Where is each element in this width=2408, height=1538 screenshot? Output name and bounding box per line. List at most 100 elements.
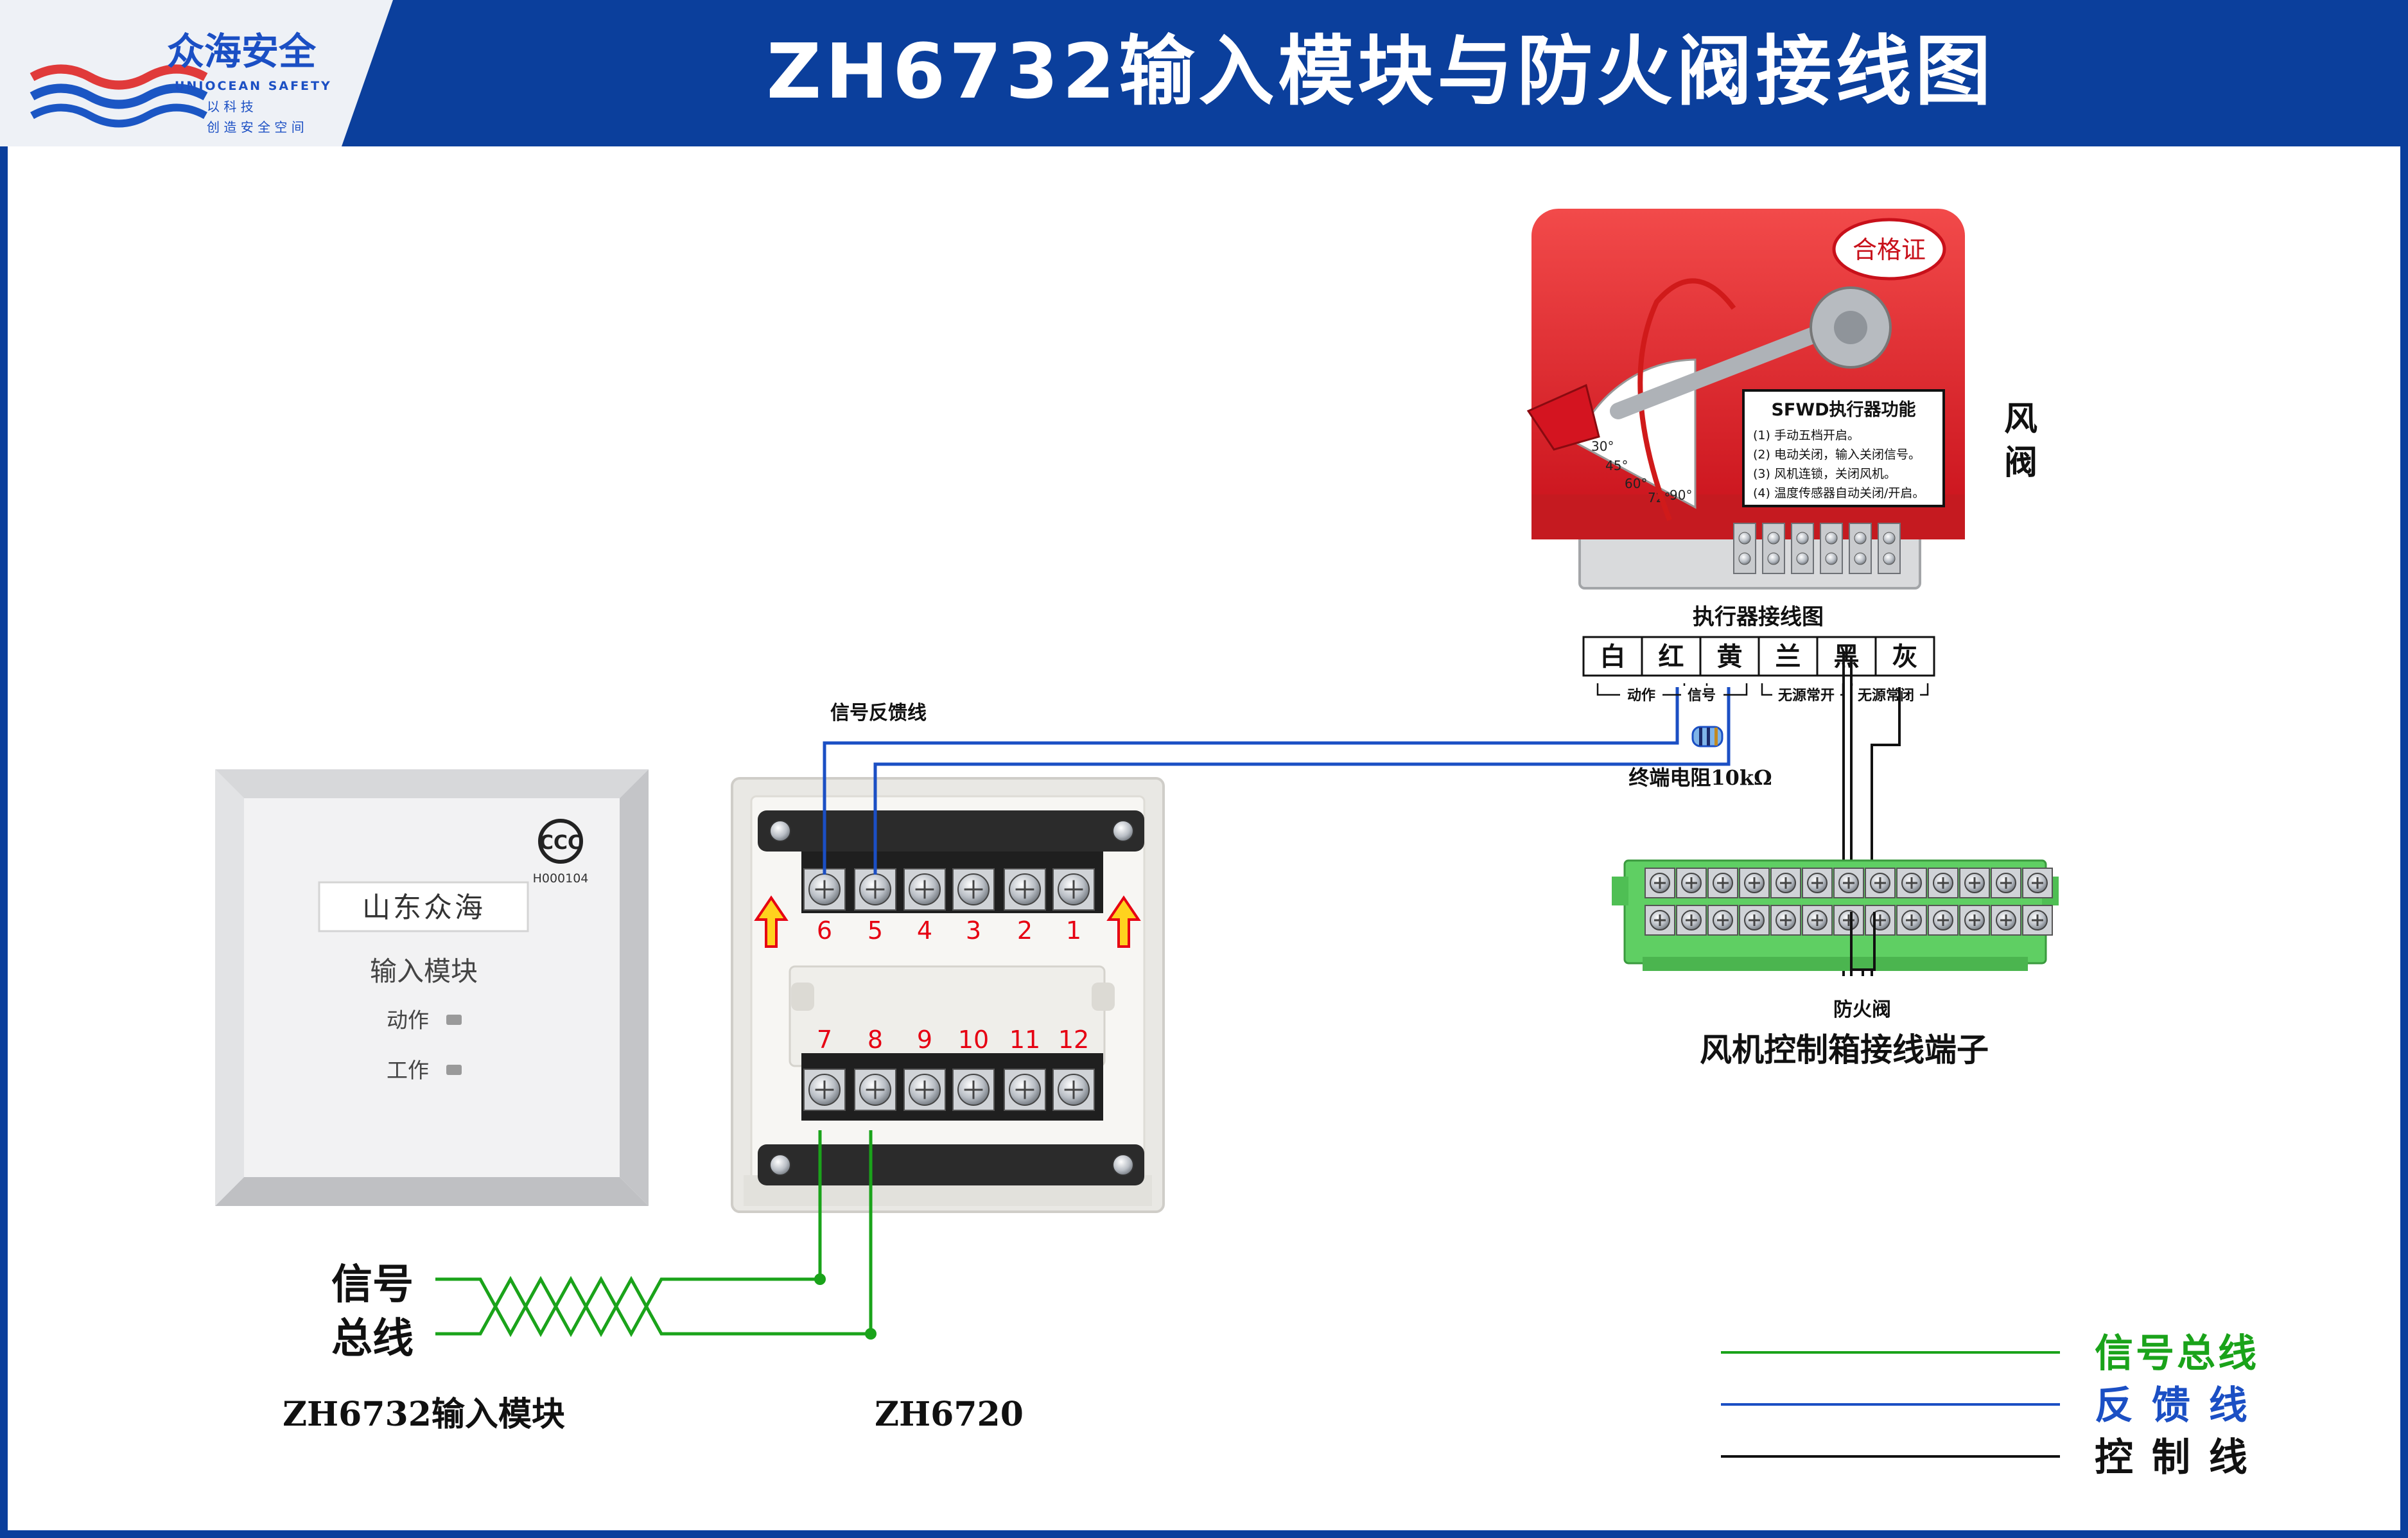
strip-screw <box>1959 905 1990 936</box>
terminal-label: 4 <box>917 916 932 945</box>
led-work-icon <box>446 1065 462 1075</box>
dial-label: 45° <box>1605 458 1628 473</box>
logo-slogan-2: 创 造 安 全 空 间 <box>207 119 304 135</box>
terminal-screw <box>1052 1069 1095 1111</box>
safety-cable <box>1637 278 1736 521</box>
actuator-wiring-table: 执行器接线图 白红黄兰黑灰 动作 信号 无源常开 无源常闭 <box>1582 604 1935 704</box>
valve-terminal <box>1820 523 1843 574</box>
wire-color-label: 兰 <box>1775 642 1801 672</box>
valve-terminal <box>1733 523 1756 574</box>
top-terminal-rail <box>758 810 1144 852</box>
led-action-icon <box>446 1015 462 1025</box>
resistor-label: 终端电阻10kΩ <box>1628 765 1772 790</box>
function-line: (3) 风机连锁，关闭风机。 <box>1753 467 1896 481</box>
terminal-screw <box>952 1069 995 1111</box>
terminal-screw <box>854 1069 896 1111</box>
strip-screw <box>1865 905 1896 936</box>
header-bar <box>0 0 2408 146</box>
terminal-label: 6 <box>817 916 832 945</box>
module-caption: ZH6732输入模块 <box>283 1395 565 1434</box>
terminal-label: 3 <box>966 916 981 945</box>
strip-screw <box>1770 868 1801 898</box>
dial-label: 90° <box>1670 487 1692 503</box>
input-module: CCC H000104 山东众海 输入模块 动作 工作 <box>215 769 649 1206</box>
function-line: (1) 手动五档开启。 <box>1753 428 1860 442</box>
signal-bus: 信号 总线 <box>331 1130 877 1363</box>
group-label: 无源常闭 <box>1858 687 1914 704</box>
strip-screw <box>1928 905 1959 936</box>
strip-screw <box>1991 905 2021 936</box>
logo-english: UNIOCEAN SAFETY <box>175 79 332 93</box>
header: 众海安全 UNIOCEAN SAFETY 以 科 技 创 造 安 全 空 间 Z… <box>0 0 2408 146</box>
valve-terminal <box>1878 523 1901 574</box>
strip-screw <box>1645 905 1675 936</box>
legend-label-signal: 信号总线 <box>2095 1331 2259 1376</box>
fan-box-label: 防火阀 <box>1833 999 1891 1021</box>
fan-box-caption: 风机控制箱接线端子 <box>1700 1031 1989 1069</box>
group-label: 信号 <box>1688 687 1716 704</box>
strip-screw <box>2022 905 2053 936</box>
logo-name: 众海安全 <box>167 30 317 73</box>
base-zh6720 <box>731 777 1165 1213</box>
dial-label: 60° <box>1625 476 1647 491</box>
feedback-wire-2 <box>873 687 1731 875</box>
legend: 信号总线 反 馈 线 控 制 线 <box>1721 1331 2259 1480</box>
wire-color-label: 灰 <box>1892 642 1918 672</box>
terminal-screw <box>803 868 846 911</box>
terminal-label: 10 <box>958 1026 989 1054</box>
valve-label-1: 风 <box>2004 400 2037 439</box>
wire-color-label: 黑 <box>1834 642 1860 672</box>
valve-terminal <box>1762 523 1785 574</box>
led-work-label: 工作 <box>387 1058 429 1083</box>
terminal-label: 5 <box>868 916 883 945</box>
wire-color-label: 红 <box>1659 642 1684 672</box>
terminal-screw <box>1052 868 1095 911</box>
terminal-label: 12 <box>1058 1026 1089 1054</box>
strip-screw <box>1833 905 1864 936</box>
group-label: 动作 <box>1627 688 1655 704</box>
strip-screw <box>1676 905 1707 936</box>
strip-screw <box>1865 868 1896 898</box>
bus-label-1: 信号 <box>331 1261 414 1309</box>
function-line: (2) 电动关闭，输入关闭信号。 <box>1753 448 1921 462</box>
svg-text:CCC: CCC <box>539 832 582 854</box>
fan-box-wires <box>1850 912 1876 976</box>
terminal-screw <box>952 868 995 911</box>
page-title: ZH6732输入模块与防火阀接线图 <box>767 27 1995 116</box>
terminal-screw <box>903 1069 946 1111</box>
terminal-label: 7 <box>817 1026 832 1054</box>
strip-screw <box>1802 905 1833 936</box>
actuator-title: 执行器接线图 <box>1693 604 1824 630</box>
legend-label-control: 控 制 线 <box>2095 1435 2250 1480</box>
strip-screw <box>1770 905 1801 936</box>
terminal-label: 8 <box>868 1026 883 1054</box>
bottom-terminal-rail <box>758 1144 1144 1185</box>
strip-screw <box>1991 868 2021 898</box>
certificate-sticker <box>1832 218 1946 281</box>
cert-code: H000104 <box>533 871 589 886</box>
group-label: 无源常开 <box>1778 687 1835 704</box>
certificate-text: 合格证 <box>1853 236 1926 264</box>
terminal-label: 9 <box>917 1026 932 1054</box>
terminal-label: 1 <box>1066 916 1081 945</box>
strip-screw <box>1833 868 1864 898</box>
function-line: (4) 温度传感器自动关闭/开启。 <box>1753 486 1924 500</box>
fan-control-terminal-strip <box>1612 859 2059 971</box>
wire-color-label: 黄 <box>1717 642 1743 672</box>
feedback-label: 信号反馈线 <box>830 702 927 724</box>
arrow-up-icon <box>1106 895 1141 948</box>
strip-screw <box>1896 868 1927 898</box>
valve-terminal <box>1849 523 1872 574</box>
strip-screw <box>1739 905 1770 936</box>
strip-screw <box>2022 868 2053 898</box>
strip-screw <box>1896 905 1927 936</box>
terminal-screw <box>803 1069 846 1111</box>
terminal-screw <box>1004 868 1046 911</box>
strip-screw <box>1739 868 1770 898</box>
bus-label-2: 总线 <box>331 1315 414 1363</box>
terminal-resistor-icon <box>1691 726 1723 747</box>
module-name: 输入模块 <box>370 956 478 987</box>
module-brand: 山东众海 <box>362 891 485 924</box>
function-title: SFWD执行器功能 <box>1771 399 1915 420</box>
